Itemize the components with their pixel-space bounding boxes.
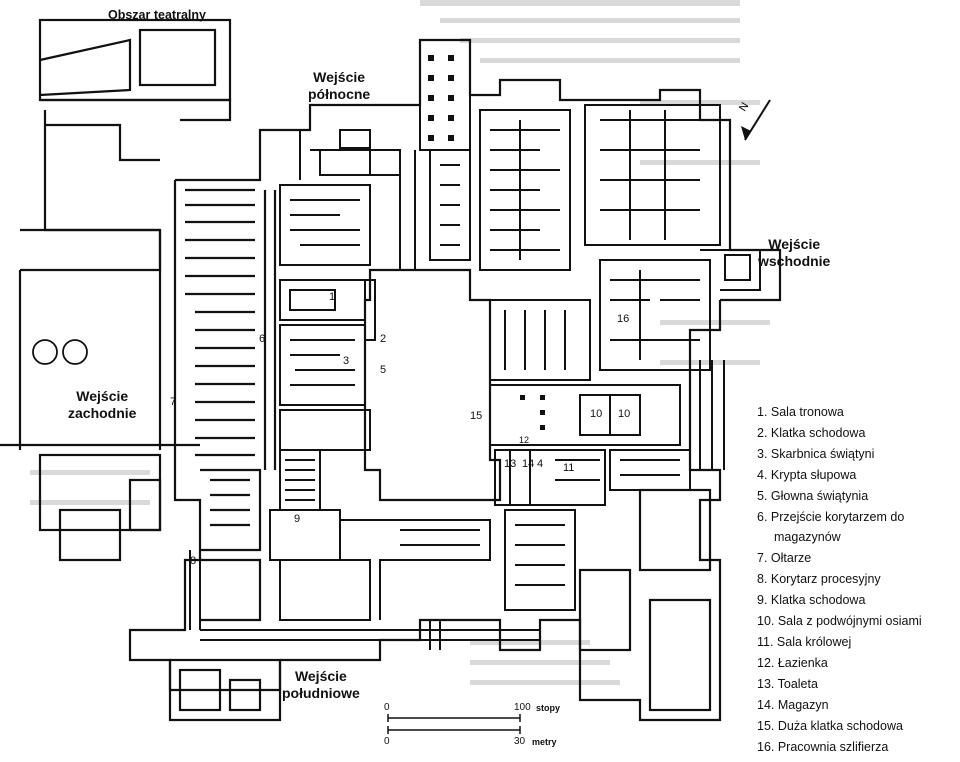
north-arrow-icon — [741, 99, 771, 141]
west-wing-rooms — [269, 129, 491, 621]
room-number-9: 9 — [294, 513, 301, 525]
legend-item: 9. Klatka schodowa — [757, 593, 866, 608]
legend-item: 14. Magazyn — [757, 697, 829, 712]
west-court-circles — [32, 339, 88, 365]
room-number-7: 7 — [170, 396, 177, 408]
room-number-16: 16 — [617, 313, 630, 325]
label-east-entrance: Wejście wschodnie — [758, 236, 831, 269]
legend-item: 1. Sala tronowa — [757, 405, 844, 419]
legend: 1. Sala tronowa 2. Klatka schodowa 3. Sk… — [757, 402, 957, 757]
north-pillared-hall — [419, 39, 471, 261]
label-south-entrance: Wejście południowe — [282, 668, 360, 701]
legend-item: 11. Sala królowej — [757, 634, 852, 649]
room-number-3: 3 — [343, 355, 350, 367]
room-number-4: 4 — [537, 458, 544, 470]
scale-feet-unit: stopy — [536, 703, 561, 713]
room-number-6: 6 — [259, 333, 266, 345]
room-number-10a: 10 — [590, 408, 603, 420]
legend-item: 3. Skarbnica świątyni — [757, 446, 875, 461]
legend-item: 16. Pracownia szlifierza — [757, 739, 889, 754]
label-theatral-area: Obszar teatralny — [108, 8, 206, 22]
legend-item: 5. Głowna świątynia — [757, 488, 869, 503]
room-number-1: 1 — [329, 291, 336, 303]
room-number-2: 2 — [380, 333, 387, 345]
legend-item: 10. Sala z podwójnymi osiami — [757, 614, 922, 629]
outer-walls — [0, 18, 782, 722]
legend-item: 6. Przejście korytarzem do — [757, 509, 905, 524]
scale-meters-zero: 0 — [384, 736, 390, 747]
room-number-5: 5 — [380, 364, 387, 376]
legend-item: 8. Korytarz procesyjny — [757, 572, 881, 587]
scale-bars — [387, 714, 521, 734]
label-west-entrance: Wejście zachodnie — [68, 388, 137, 421]
legend-item: 12. Łazienka — [757, 655, 828, 670]
scale-feet-max: 100 — [514, 702, 531, 713]
room-number-14: 14 — [522, 458, 535, 470]
legend-item: 2. Klatka schodowa — [757, 425, 866, 440]
corridors — [189, 550, 540, 650]
room-number-10b: 10 — [618, 408, 631, 420]
scale-meters-max: 30 — [514, 736, 526, 747]
scale-meters-unit: metry — [532, 737, 557, 747]
legend-item: 4. Krypta słupowa — [757, 467, 857, 482]
legend-item: 13. Toaleta — [757, 676, 818, 691]
legend-item: magazynów — [774, 530, 841, 545]
room-number-13: 13 — [504, 458, 517, 470]
room-number-8: 8 — [190, 555, 197, 567]
legend-item: 15. Duża klatka schodowa — [757, 718, 903, 733]
east-wing-rooms — [479, 104, 761, 611]
room-number-11: 11 — [563, 462, 575, 474]
label-north-entrance: Wejście północne — [308, 69, 371, 102]
legend-item: 7. Ołtarze — [757, 551, 812, 566]
room-number-15: 15 — [470, 410, 483, 422]
west-magazines — [185, 188, 277, 622]
room-number-12: 12 — [519, 435, 530, 445]
central-court — [363, 268, 502, 502]
scale-feet-zero: 0 — [384, 702, 390, 713]
